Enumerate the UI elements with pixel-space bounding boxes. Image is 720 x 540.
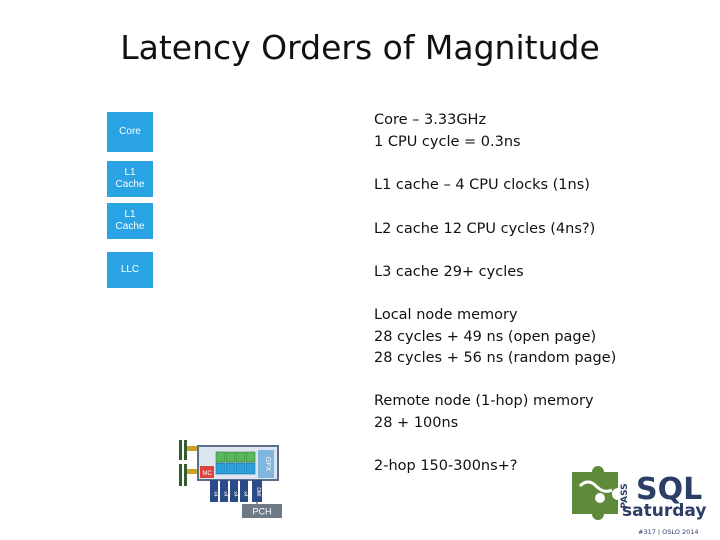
qpi-label: x4 xyxy=(232,491,238,497)
gfx-label: GFX xyxy=(264,457,271,472)
l3-description: L3 cache 29+ cycles xyxy=(374,262,524,284)
desc-line: Core – 3.33GHz xyxy=(374,112,487,128)
l1-cache-block: L1 Cache xyxy=(107,161,153,197)
pch-label: PCH xyxy=(252,507,271,517)
llc-block-label: LLC xyxy=(120,264,140,275)
local-memory-description: Local node memory 28 cycles + 49 ns (ope… xyxy=(374,305,616,370)
desc-line: Local node memory xyxy=(374,307,518,323)
core-block: Core xyxy=(107,112,153,152)
puzzle-icon xyxy=(572,466,618,520)
desc-line: 28 cycles + 56 ns (random page) xyxy=(374,350,617,366)
event-text: #317 | OSLO 2014 xyxy=(638,528,699,536)
io-links: x4 x4 x4 x4 DMI xyxy=(210,480,262,502)
core-block-label: Core xyxy=(119,126,141,137)
two-hop-description: 2-hop 150-300ns+? xyxy=(374,456,518,478)
qpi-label: x4 xyxy=(222,491,228,497)
desc-line: Remote node (1-hop) memory xyxy=(374,393,594,409)
llc-block: LLC xyxy=(107,252,153,288)
sql-saturday-logo: PASS SQL saturday #317 | OSLO 2014 xyxy=(572,466,706,536)
desc-line: 1 CPU cycle = 0.3ns xyxy=(374,133,521,150)
desc-line: L2 cache 12 CPU cycles (4ns?) xyxy=(374,221,596,237)
remote-memory-description: Remote node (1-hop) memory 28 + 100ns xyxy=(374,391,594,434)
desc-line: L3 cache 29+ cycles xyxy=(374,264,524,280)
pass-text: PASS xyxy=(620,483,630,508)
qpi-label: x4 xyxy=(212,491,218,497)
memory-dimms xyxy=(179,440,199,486)
processor-chip-diagram: MC GFX x4 x4 x4 x4 DMI PCH xyxy=(179,440,282,518)
core-description: Core – 3.33GHz 1 CPU cycle = 0.3ns xyxy=(374,110,521,153)
sql-text: SQL xyxy=(636,472,702,507)
l1-cache-block-label: L1 Cache xyxy=(115,167,145,190)
qpi-label: x4 xyxy=(242,491,248,497)
l2-cache-block: L1 Cache xyxy=(107,203,153,239)
mc-label: MC xyxy=(202,471,212,477)
l2-cache-block-label: L1 Cache xyxy=(115,209,145,232)
core-array xyxy=(215,451,256,475)
dmi-label: DMI xyxy=(255,487,261,496)
l2-description: L2 cache 12 CPU cycles (4ns?) xyxy=(374,219,595,241)
pch-box xyxy=(242,504,282,518)
l1-description: L1 cache – 4 CPU clocks (1ns) xyxy=(374,175,590,197)
desc-line: 28 + 100ns xyxy=(374,414,459,431)
saturday-text: saturday xyxy=(622,501,706,521)
slide-title: Latency Orders of Magnitude xyxy=(120,28,600,67)
desc-line: 2-hop 150-300ns+? xyxy=(374,458,518,474)
desc-line: 28 cycles + 49 ns (open page) xyxy=(374,328,597,345)
desc-line: L1 cache – 4 CPU clocks (1ns) xyxy=(374,177,590,193)
